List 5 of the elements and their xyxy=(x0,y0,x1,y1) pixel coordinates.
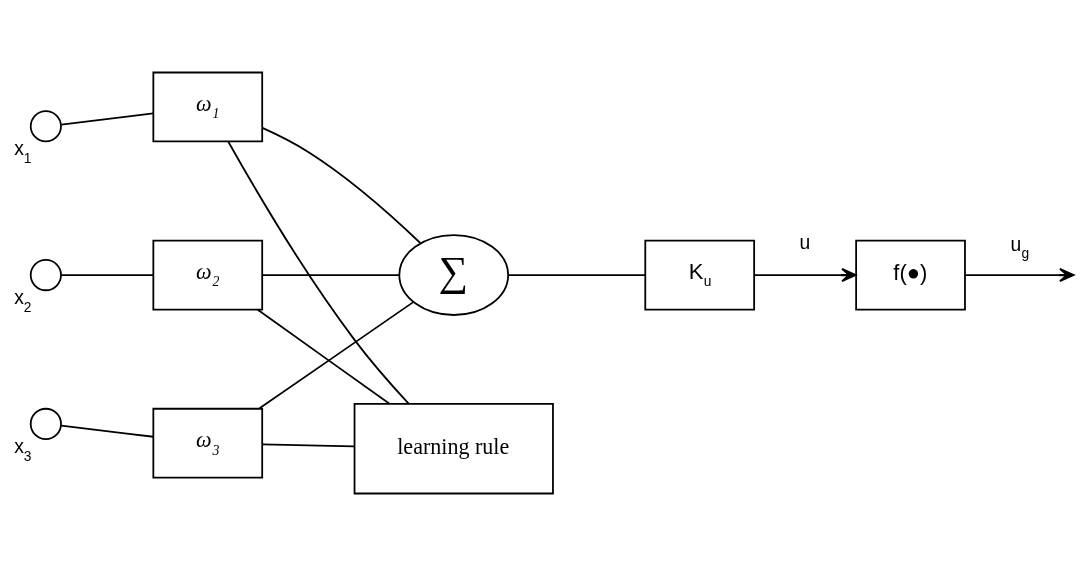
node-label: x$_{3}$ xyxy=(14,435,32,464)
edge-label: u$_{g}$ xyxy=(1010,233,1030,261)
node-label: x$_{2}$ xyxy=(14,286,32,315)
node-label: x$_{1}$ xyxy=(14,137,32,166)
edge-label: u xyxy=(799,231,811,253)
